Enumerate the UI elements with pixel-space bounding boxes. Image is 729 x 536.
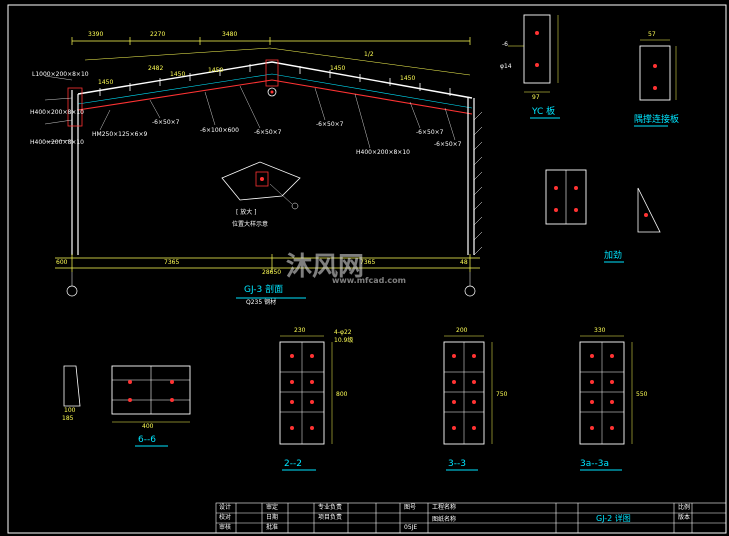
section22-dim-side: 800 xyxy=(336,391,348,398)
callout-left-1: L1000×200×8×10 xyxy=(32,71,89,78)
tb-project-name: 工程名称 xyxy=(432,504,457,511)
section3a-dim-side: 550 xyxy=(636,391,648,398)
main-subtitle: Q235 钢材 xyxy=(246,299,277,306)
watermark-url: www.mfcad.com xyxy=(332,276,406,285)
section-6-6 xyxy=(63,365,191,447)
title-block-grid xyxy=(215,502,727,534)
gusset-plate-detail xyxy=(634,39,677,127)
section22-dim-top: 230 xyxy=(294,327,306,334)
callout-mid-2: -6×50×7 xyxy=(152,119,180,126)
callout-mid-3: -6×100×600 xyxy=(200,127,239,134)
main-frame-elevation xyxy=(44,37,483,299)
slope-dim-1: 2482 xyxy=(148,65,164,72)
callout-mid-1: HM250×125×6×9 xyxy=(92,131,148,138)
top-dim-2: 2270 xyxy=(150,31,166,38)
callout-right-2: H400×200×8×10 xyxy=(356,149,410,156)
callout-mid-4: -6×50×7 xyxy=(254,129,282,136)
total-span: 28650 xyxy=(262,269,282,276)
tb-project-lead: 项目负责 xyxy=(318,514,343,521)
callout-right-1: -6×50×7 xyxy=(316,121,344,128)
section66-dim-1: 100 xyxy=(64,407,76,414)
tb-date: 日期 xyxy=(266,514,279,521)
tb-drawing-name: 图纸名称 xyxy=(432,516,457,523)
detail-label-a: [ 放大 ] xyxy=(236,209,257,216)
section-2-2-title: 2--2 xyxy=(284,459,302,469)
main-title: GJ-3 剖面 xyxy=(244,285,284,295)
slope-dim-6: 1450 xyxy=(400,75,416,82)
section-6-6-title: 6--6 xyxy=(138,435,156,445)
section-3a-3a xyxy=(579,335,633,471)
section22-bolts: 4-φ22 xyxy=(334,329,352,336)
section-3-3 xyxy=(443,335,493,471)
span-dim-2: 7365 xyxy=(360,259,376,266)
callout-right-4: -6×50×7 xyxy=(434,141,462,148)
callout-left-2: H400×200×8×10 xyxy=(30,109,84,116)
span-dim-1: 7365 xyxy=(164,259,180,266)
stiffener-title: 加劲 xyxy=(604,251,623,261)
slope-dim-3: 1450 xyxy=(170,71,186,78)
top-dim-3: 3480 xyxy=(222,31,238,38)
enlarged-detail xyxy=(221,161,301,210)
tb-ratify: 批准 xyxy=(266,524,279,531)
ridge-dim: 1/2 xyxy=(364,51,374,58)
tb-approve: 审定 xyxy=(266,504,279,511)
drawing-border xyxy=(7,4,727,534)
gusset-dim-label: 57 xyxy=(648,31,656,38)
top-dim-1: 3390 xyxy=(88,31,104,38)
detail-label-b: 位置大样示意 xyxy=(232,221,269,228)
tb-review: 审核 xyxy=(219,524,232,531)
tb-drawing-title: GJ-2 详图 xyxy=(596,514,631,523)
tb-check: 校对 xyxy=(219,514,232,521)
section33-dim-top: 200 xyxy=(456,327,468,334)
tb-scale: 比例 xyxy=(678,504,691,511)
watermark-logo: 沐风网 xyxy=(286,252,365,282)
tb-design: 设计 xyxy=(219,504,232,511)
tb-drawing-no: 05JE xyxy=(404,524,418,531)
section-3-3-title: 3--3 xyxy=(448,459,466,469)
section66-dim-3: 400 xyxy=(142,423,154,430)
yc-plate-detail xyxy=(508,14,560,119)
section3a-dim-top: 330 xyxy=(594,327,606,334)
gusset-title: 隅撑连接板 xyxy=(634,115,680,125)
end-dim-left: 600 xyxy=(56,259,68,266)
tb-version: 版本 xyxy=(678,514,691,521)
section22-grade: 10.9级 xyxy=(334,337,354,344)
section-3a-3a-title: 3a--3a xyxy=(580,459,609,469)
section33-dim-side: 750 xyxy=(496,391,508,398)
slope-dim-5: 1450 xyxy=(330,65,346,72)
section66-dim-2: 185 xyxy=(62,415,74,422)
tb-drawing-no-label: 图号 xyxy=(404,504,417,511)
yc-dim-label: -6 xyxy=(502,41,508,48)
yc-hole-label: φ14 xyxy=(500,63,512,70)
callout-right-3: -6×50×7 xyxy=(416,129,444,136)
section-2-2 xyxy=(279,335,333,471)
callout-left-3: H400×200×8×10 xyxy=(30,139,84,146)
slope-dim-4: 1450 xyxy=(208,67,224,74)
tb-discipline-lead: 专业负责 xyxy=(318,504,343,511)
slope-dim-2: 1450 xyxy=(98,79,114,86)
yc-plate-title: YC 板 xyxy=(532,107,556,117)
end-dim-right: 48 xyxy=(460,259,468,266)
stiffener-detail xyxy=(545,169,661,263)
yc-width-label: 97 xyxy=(532,94,540,101)
